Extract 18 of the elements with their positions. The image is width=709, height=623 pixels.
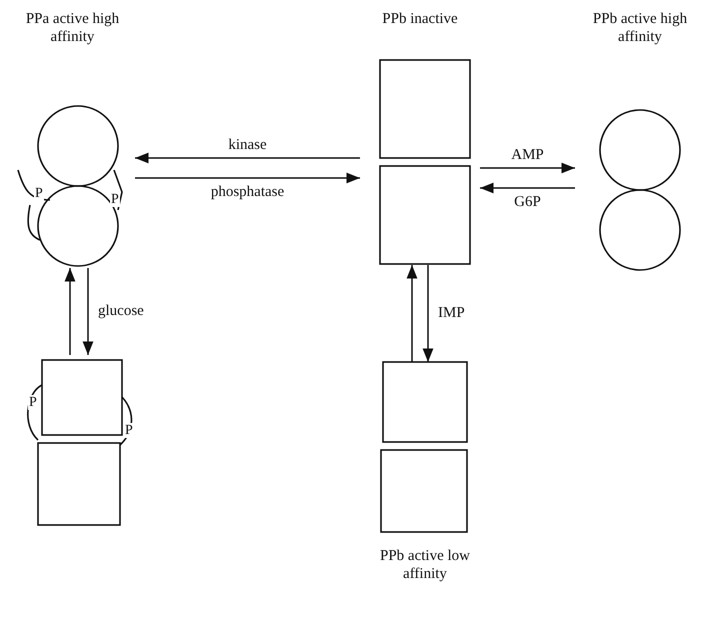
state-label: PPb active high affinity (592, 10, 688, 46)
state-label: PPb active low affinity (379, 547, 471, 583)
state-label: PPb inactive (381, 10, 459, 28)
phosphate-label: P (34, 186, 44, 201)
arrow (135, 172, 360, 184)
phosphate-label: P (110, 192, 120, 207)
edge-label: phosphatase (208, 184, 286, 201)
phosphate-label: P (124, 423, 134, 438)
phosphate-label: P (28, 395, 38, 410)
arrow (135, 152, 360, 164)
arrow (480, 182, 575, 194)
arrow (480, 162, 575, 174)
arrow (82, 268, 94, 355)
arrow (64, 268, 76, 355)
state-label: PPa active high affinity (24, 10, 120, 46)
arrow (422, 265, 434, 362)
edge-label: glucose (96, 302, 146, 320)
arrow (406, 265, 418, 362)
